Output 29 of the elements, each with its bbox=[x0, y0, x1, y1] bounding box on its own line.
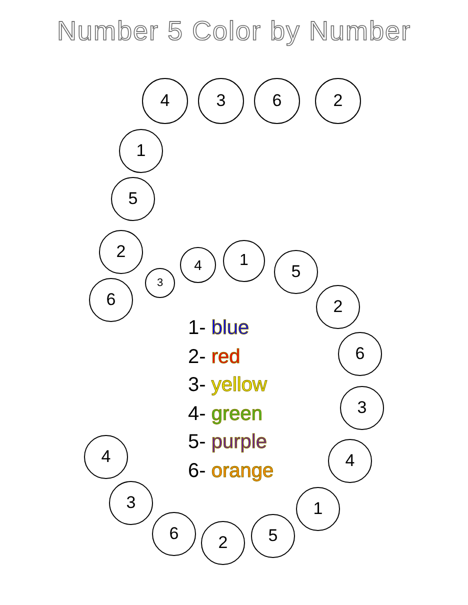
numbered-circle: 4 bbox=[142, 78, 188, 124]
numbered-circle: 2 bbox=[201, 521, 245, 565]
numbered-circle: 2 bbox=[99, 230, 143, 274]
numbered-circle: 5 bbox=[251, 514, 295, 558]
numbered-circle: 6 bbox=[89, 278, 133, 322]
numbered-circle: 3 bbox=[198, 78, 244, 124]
numbered-circle: 3 bbox=[109, 481, 153, 525]
numbered-circle: 6 bbox=[152, 512, 196, 556]
numbered-circle: 4 bbox=[180, 247, 216, 283]
numbered-circle: 5 bbox=[274, 250, 318, 294]
legend-entry: 3- yellow bbox=[188, 373, 267, 398]
legend-entry: 1- blue bbox=[188, 316, 250, 340]
numbered-circle: 4 bbox=[328, 439, 372, 483]
numbered-circle: 6 bbox=[254, 78, 300, 124]
numbered-circle: 3 bbox=[145, 268, 175, 298]
numbered-circle: 1 bbox=[223, 240, 265, 282]
legend-entry: 2- red bbox=[188, 344, 240, 369]
legend-entry: 6- orange bbox=[188, 459, 274, 483]
numbered-circle: 1 bbox=[119, 129, 163, 173]
numbered-circle: 5 bbox=[111, 177, 155, 221]
title: Number 5 Color by Number bbox=[56, 16, 412, 47]
numbered-circle: 1 bbox=[296, 487, 340, 531]
legend-entry: 5- purple bbox=[188, 430, 267, 454]
numbered-circle: 2 bbox=[316, 285, 360, 329]
numbered-circle: 6 bbox=[338, 332, 382, 376]
legend-entry: 4- green bbox=[188, 402, 262, 426]
numbered-circle: 4 bbox=[84, 435, 128, 479]
numbered-circle: 3 bbox=[340, 386, 384, 430]
numbered-circle: 2 bbox=[315, 78, 361, 124]
